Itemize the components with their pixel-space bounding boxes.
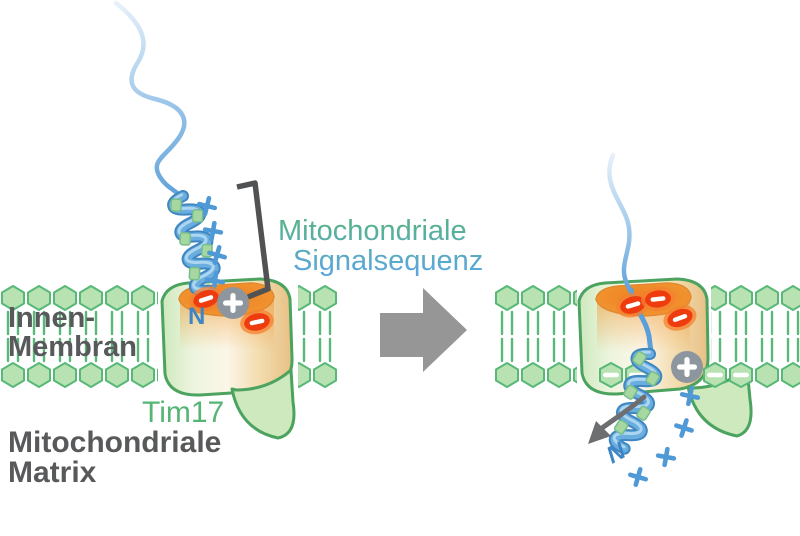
tim17-label: Tim17	[142, 396, 224, 429]
signal-sequence-label-line2: Signalsequenz	[293, 245, 483, 277]
precursor-strand-right	[607, 152, 634, 295]
channel-flap	[230, 368, 296, 440]
matrix-label-line1: Mitochondriale	[8, 426, 221, 459]
import-direction-arrow-icon	[588, 394, 647, 444]
positive-charge-icon	[217, 287, 249, 319]
negative-lipid-head-icon	[729, 362, 753, 388]
plus-charge-icon	[657, 448, 676, 467]
plus-charge-icon	[674, 418, 694, 438]
inner-membrane-label-line2: Membran	[8, 331, 137, 363]
bracket-icon	[236, 180, 271, 300]
left-panel: N Mitochondriale Signalsequenz Innen- Me…	[0, 0, 483, 489]
negative-lipid-head-icon	[703, 362, 727, 388]
negative-lipid-head-icon	[599, 362, 623, 388]
inner-membrane-label-line1: Innen-	[8, 302, 95, 334]
plus-charge-icon	[628, 467, 648, 487]
positive-charge-icon	[671, 351, 703, 383]
n-terminus-label-left: N	[188, 303, 205, 330]
matrix-label-line2: Matrix	[8, 456, 97, 489]
right-panel: N	[494, 152, 800, 487]
transition-arrow-icon	[380, 288, 467, 372]
precursor-strand-left	[113, 0, 187, 200]
signal-sequence-label-line1: Mitochondriale	[278, 215, 467, 247]
